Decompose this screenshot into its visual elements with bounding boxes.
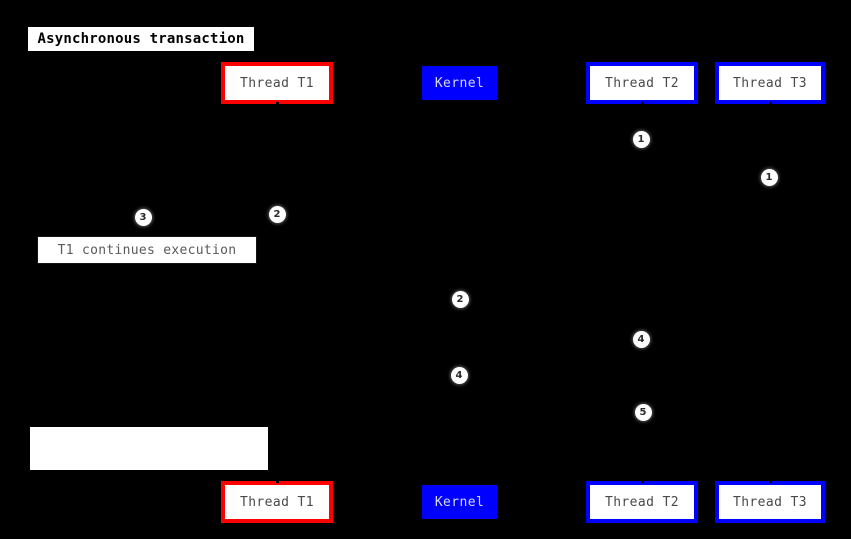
lifeline-label: Thread T3	[732, 75, 808, 91]
step-marker-4: 4	[632, 330, 650, 348]
lifeline-header-thread-t1[interactable]: Thread T1	[221, 62, 333, 104]
step-marker-4: 4	[450, 366, 468, 384]
step-marker-3: 3	[134, 208, 152, 226]
lifeline-footer-thread-t2[interactable]: Thread T2	[586, 481, 698, 523]
lifeline-stub	[769, 477, 772, 483]
lifeline-label: Kernel	[434, 494, 485, 510]
lifeline-label: Thread T1	[239, 75, 315, 91]
step-marker-1: 1	[760, 168, 778, 186]
lifeline-label: Thread T2	[604, 494, 680, 510]
lifeline-header-thread-t2[interactable]: Thread T2	[586, 62, 698, 104]
lifeline-stub	[276, 102, 279, 108]
lifeline-stub	[276, 477, 279, 483]
step-marker-1: 1	[632, 130, 650, 148]
lifeline-header-kernel[interactable]: Kernel	[422, 66, 497, 100]
lifeline-stub	[769, 102, 772, 108]
lifeline-stub	[641, 477, 644, 483]
lifeline-label: Kernel	[434, 75, 485, 91]
lifeline-footer-kernel[interactable]: Kernel	[422, 485, 497, 519]
lifeline-footer-thread-t3[interactable]: Thread T3	[715, 481, 825, 523]
note-box: T1 continues execution	[37, 236, 257, 264]
lifeline-label: Thread T1	[239, 494, 315, 510]
step-marker-5: 5	[634, 403, 652, 421]
diagram-title: Asynchronous transaction	[27, 26, 255, 52]
lifeline-stub	[641, 102, 644, 108]
step-marker-2: 2	[451, 290, 469, 308]
lifeline-label: Thread T3	[732, 494, 808, 510]
lifeline-label: Thread T2	[604, 75, 680, 91]
step-marker-2: 2	[268, 205, 286, 223]
lifeline-footer-thread-t1[interactable]: Thread T1	[221, 481, 333, 523]
note-box-empty	[30, 427, 268, 470]
lifeline-header-thread-t3[interactable]: Thread T3	[715, 62, 825, 104]
note-text: T1 continues execution	[57, 242, 237, 258]
